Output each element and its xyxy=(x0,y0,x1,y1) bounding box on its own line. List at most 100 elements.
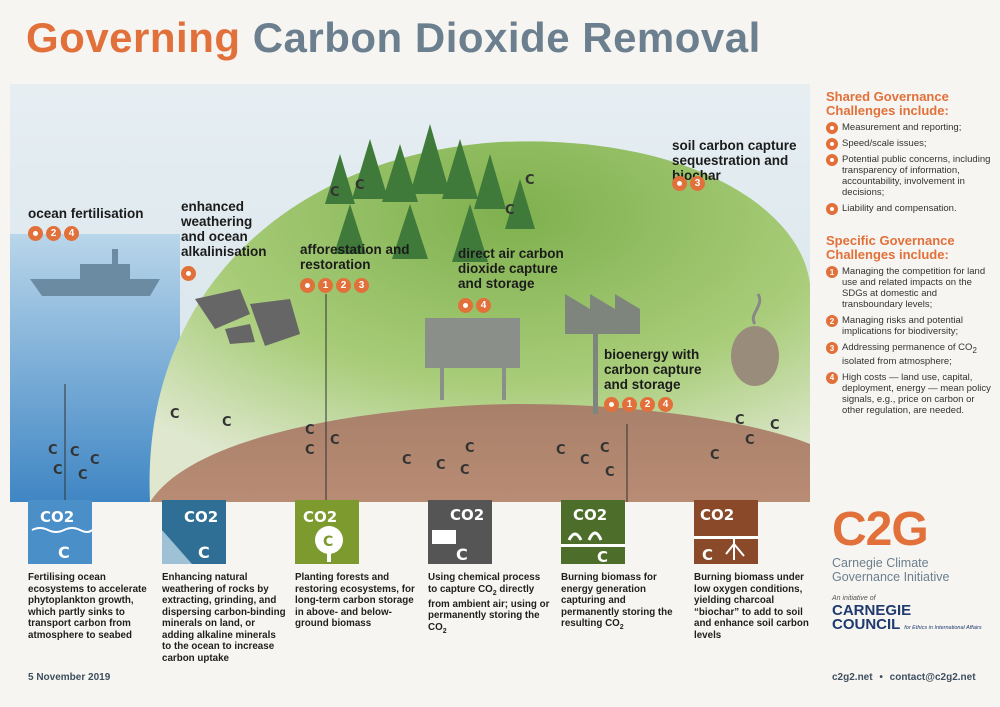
svg-text:C: C xyxy=(170,407,180,422)
bioenergy-ccs-icon: CO2 C xyxy=(561,500,625,564)
svg-text:C: C xyxy=(465,441,475,456)
svg-text:C: C xyxy=(70,445,80,460)
badge-2: 2 xyxy=(640,397,655,412)
badges-ocean-fertilisation: 2 4 xyxy=(28,226,79,241)
badge-general xyxy=(28,226,43,241)
shared-item: Speed/scale issues; xyxy=(826,138,991,150)
leader-lines xyxy=(64,294,628,502)
svg-text:C: C xyxy=(580,453,590,468)
svg-text:CO2: CO2 xyxy=(40,508,74,526)
initiative-text: An initiative of xyxy=(832,595,876,602)
badge-4: 4 xyxy=(658,397,673,412)
dac-unit xyxy=(425,318,520,400)
svg-text:C: C xyxy=(710,448,720,463)
bullet-icon xyxy=(826,122,838,134)
biochar-kiln xyxy=(731,293,779,386)
footer-date: 5 November 2019 xyxy=(28,672,111,683)
svg-text:C: C xyxy=(735,413,745,428)
title-part-governing: Governing xyxy=(26,14,241,61)
c2g-logo: C2G xyxy=(832,503,929,556)
svg-text:C: C xyxy=(556,443,566,458)
badge-2: 2 xyxy=(46,226,61,241)
svg-text:C: C xyxy=(770,418,780,433)
c2g-logo-text: Carnegie Climate Governance Initiative xyxy=(832,556,950,584)
svg-text:C: C xyxy=(456,545,468,564)
badge-4: 4 xyxy=(64,226,79,241)
svg-text:C: C xyxy=(198,543,210,562)
desc-enhanced-weathering: Enhancing natural weathering of rocks by… xyxy=(162,572,286,664)
svg-text:C: C xyxy=(222,415,232,430)
svg-text:C: C xyxy=(525,173,535,188)
footer-links: c2g2.net • contact@c2g2.net xyxy=(832,672,976,683)
number-badge: 3 xyxy=(826,342,838,354)
badge-3: 3 xyxy=(354,278,369,293)
svg-text:C: C xyxy=(605,465,615,480)
biochar-icon: CO2 C xyxy=(694,500,758,564)
svg-text:C: C xyxy=(323,534,333,550)
svg-text:C: C xyxy=(600,441,610,456)
number-badge: 4 xyxy=(826,371,838,384)
label-bioenergy-ccs: bioenergy with carbon capture and storag… xyxy=(604,347,702,392)
svg-text:CO2: CO2 xyxy=(450,506,484,524)
ocean xyxy=(10,234,180,502)
svg-text:C: C xyxy=(330,185,340,200)
svg-text:C: C xyxy=(745,433,755,448)
svg-text:C: C xyxy=(48,443,58,458)
bullet-icon xyxy=(826,138,838,150)
bullet-icon xyxy=(826,203,838,215)
desc-afforestation: Planting forests and restoring ecosystem… xyxy=(295,572,415,629)
bullet-icon xyxy=(826,154,838,166)
badges-soil-carbon: 3 xyxy=(672,176,705,191)
badge-4: 4 xyxy=(476,298,491,313)
badges-bioenergy-ccs: 1 2 4 xyxy=(604,397,673,412)
svg-text:C: C xyxy=(402,453,412,468)
label-direct-air-capture: direct air carbon dioxide capture and st… xyxy=(458,246,564,291)
desc-bioenergy-ccs: Burning biomass for energy generation ca… xyxy=(561,572,673,631)
shared-challenges-panel: Shared Governance Challenges include: Me… xyxy=(826,90,991,219)
badge-general xyxy=(181,266,196,281)
website-link[interactable]: c2g2.net xyxy=(832,672,873,683)
trees xyxy=(325,124,535,262)
svg-text:C: C xyxy=(460,463,470,478)
desc-biochar: Burning biomass under low oxygen conditi… xyxy=(694,572,809,641)
svg-text:C: C xyxy=(78,468,88,483)
factory xyxy=(565,294,640,334)
desc-ocean-fertilisation: Fertilising ocean ecosystems to accelera… xyxy=(28,572,147,641)
badge-general xyxy=(458,298,473,313)
page-title: Governing Carbon Dioxide Removal xyxy=(26,14,761,62)
svg-text:C: C xyxy=(436,458,446,473)
soil-layer xyxy=(150,404,810,502)
svg-text:CO2: CO2 xyxy=(700,506,734,524)
shared-item: Measurement and reporting; xyxy=(826,122,991,134)
label-ocean-fertilisation: ocean fertilisation xyxy=(28,206,144,221)
shared-challenges-heading: Shared Governance Challenges include: xyxy=(826,89,949,118)
badge-general xyxy=(300,278,315,293)
svg-text:C: C xyxy=(330,433,340,448)
label-soil-carbon: soil carbon capture sequestration and bi… xyxy=(672,138,797,183)
number-badge: 1 xyxy=(826,266,838,278)
shared-item: Liability and compensation. xyxy=(826,203,991,215)
svg-text:C: C xyxy=(702,546,713,564)
badges-direct-air-capture: 4 xyxy=(458,298,491,313)
contact-link[interactable]: contact@c2g2.net xyxy=(889,672,976,683)
number-badge: 2 xyxy=(826,315,838,327)
weathering-icon: CO2 C xyxy=(162,500,226,564)
svg-text:C: C xyxy=(597,548,608,564)
badge-general xyxy=(672,176,687,191)
badge-general xyxy=(604,397,619,412)
rocks xyxy=(195,289,300,346)
label-enhanced-weathering: enhanced weathering and ocean alkalinisa… xyxy=(181,199,267,259)
ocean-fertilisation-icon: CO2 C xyxy=(28,500,92,564)
svg-text:C: C xyxy=(90,453,100,468)
badge-1: 1 xyxy=(622,397,637,412)
carnegie-council-logo: CARNEGIE COUNCIL for Ethics in Internati… xyxy=(832,602,982,633)
svg-text:C: C xyxy=(355,178,365,193)
svg-text:C: C xyxy=(305,423,315,438)
specific-challenges-heading: Specific Governance Challenges include: xyxy=(826,233,955,262)
badge-3: 3 xyxy=(690,176,705,191)
